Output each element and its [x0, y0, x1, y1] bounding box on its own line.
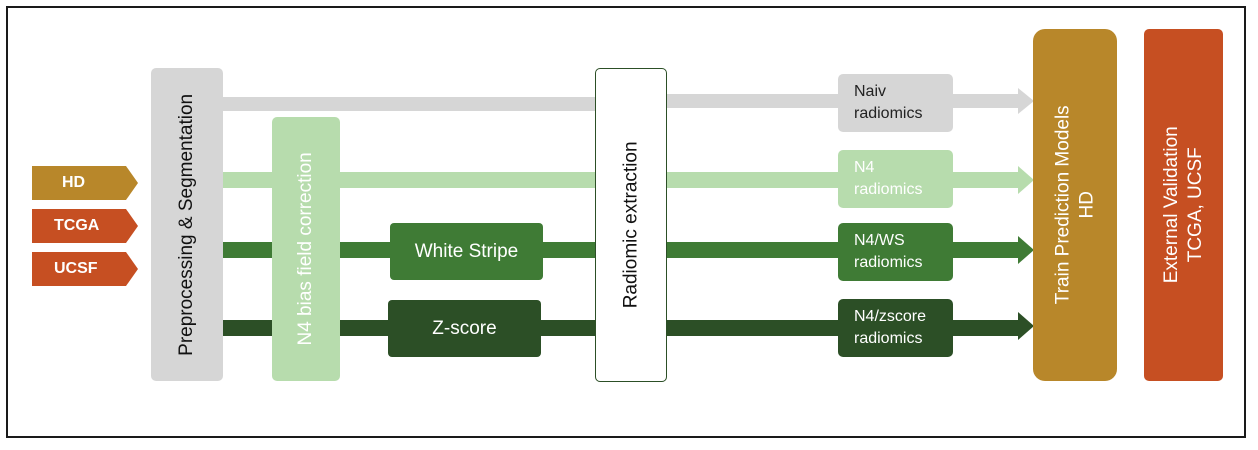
n4-line-2 [666, 172, 838, 188]
external-validation-line1: External Validation [1160, 126, 1182, 284]
source-arrow-ucsf [32, 252, 138, 286]
zscore-line-3 [666, 320, 838, 336]
output-naiv-radiomics: Naiv radiomics [838, 74, 953, 132]
naiv-line-3 [953, 94, 1019, 108]
output-n4ws-radiomics: N4/WS radiomics [838, 223, 953, 281]
n4-correction-label: N4 bias field correction [295, 152, 317, 346]
n4-arrowhead [1018, 166, 1034, 194]
external-validation-box: External Validation TCGA, UCSF [1144, 29, 1223, 381]
train-models-label: Train Prediction Models HD [1051, 106, 1099, 305]
zscore-line-4 [953, 320, 1019, 336]
source-label-ucsf: UCSF [54, 260, 98, 277]
naiv-arrowhead [1018, 88, 1034, 114]
ws-line-3 [666, 242, 838, 258]
radiomic-extraction-label: Radiomic extraction [620, 141, 642, 309]
train-models-box: Train Prediction Models HD [1033, 29, 1117, 381]
zscore-box: Z-score [388, 300, 541, 357]
external-validation-label: External Validation TCGA, UCSF [1160, 126, 1208, 283]
n4-line-3 [953, 172, 1019, 188]
source-label-tcga: TCGA [54, 217, 100, 234]
naiv-line-2 [666, 94, 838, 108]
ws-line-4 [953, 242, 1019, 258]
output-naiv-line2: radiomics [854, 105, 923, 122]
output-n4zscore-radiomics: N4/zscore radiomics [838, 299, 953, 357]
output-n4-radiomics: N4 radiomics [838, 150, 953, 208]
output-n4ws-line2: radiomics [854, 254, 923, 271]
preprocessing-label: Preprocessing & Segmentation [176, 93, 198, 356]
source-arrow-tcga [32, 209, 138, 243]
n4-correction-box: N4 bias field correction [272, 117, 340, 381]
train-models-line2: HD [1076, 191, 1098, 219]
ws-arrowhead [1018, 236, 1034, 264]
source-label-hd: HD [62, 174, 86, 191]
output-n4-line2: radiomics [854, 181, 923, 198]
white-stripe-box: White Stripe [390, 223, 543, 280]
output-naiv-line1: Naiv [854, 83, 887, 101]
output-n4zscore-line1: N4/zscore [854, 308, 927, 326]
external-validation-line2: TCGA, UCSF [1184, 147, 1206, 263]
train-models-line1: Train Prediction Models [1052, 105, 1074, 305]
output-n4ws-line1: N4/WS [854, 232, 905, 250]
naiv-line-1 [222, 97, 596, 111]
radiomic-extraction-box: Radiomic extraction [595, 68, 667, 382]
diagram-frame [6, 6, 1246, 438]
zscore-line-2 [541, 320, 596, 336]
output-n4-line1: N4 [854, 159, 875, 177]
output-n4zscore-line2: radiomics [854, 330, 923, 347]
preprocessing-box: Preprocessing & Segmentation [151, 68, 223, 381]
source-arrow-hd [32, 166, 138, 200]
zscore-arrowhead [1018, 312, 1034, 340]
ws-line-2 [543, 242, 596, 258]
